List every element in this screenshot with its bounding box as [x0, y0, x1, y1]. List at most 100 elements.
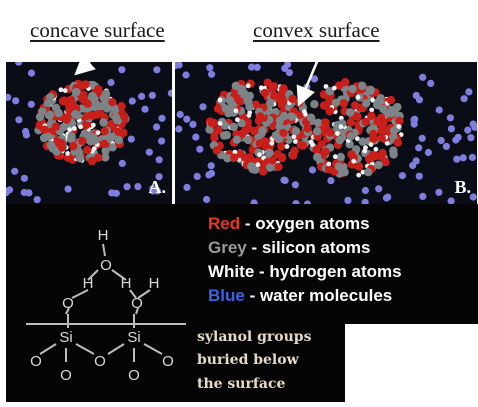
o-atom-bridge: O: [94, 353, 106, 370]
o-atom-bottom-left: O: [30, 353, 42, 370]
water-molecule: [419, 192, 427, 200]
silicon-atom: [243, 94, 253, 103]
oxygen-atom: [347, 150, 356, 159]
water-molecule: [280, 176, 288, 184]
water-molecule: [437, 136, 445, 145]
oxygen-atom: [57, 143, 67, 152]
water-molecule: [107, 78, 115, 87]
water-molecule: [33, 196, 41, 204]
oxygen-atom: [87, 156, 97, 166]
o-atom-below-left: O: [60, 367, 72, 384]
oxygen-atom: [317, 140, 326, 149]
hydrogen-atom: [246, 113, 252, 118]
silicon-atom: [362, 99, 371, 108]
water-molecule: [145, 148, 153, 156]
water-molecule: [410, 120, 418, 128]
legend-term-water: Blue: [208, 286, 245, 305]
water-molecule: [118, 66, 126, 74]
hydrogen-atom: [335, 131, 340, 136]
hydrogen-atom: [257, 152, 262, 158]
oxygen-atom: [268, 156, 277, 165]
hydrogen-atom: [232, 149, 238, 155]
silicon-atom: [38, 107, 47, 116]
oxygen-atom: [60, 96, 69, 105]
hydrogen-atom: [362, 148, 368, 154]
hydrogen-atom: [308, 139, 314, 145]
silicon-atom: [110, 106, 120, 115]
water-molecule: [27, 69, 36, 77]
water-molecule: [427, 79, 435, 87]
hydrogen-atom: [331, 85, 337, 91]
water-molecule: [281, 64, 289, 72]
silicon-atom: [265, 148, 274, 158]
silicon-atom: [374, 98, 383, 107]
oxygen-atom: [83, 145, 92, 155]
caption-line-3: the surface: [197, 376, 286, 392]
water-molecule: [467, 134, 475, 142]
silicon-atom: [54, 108, 63, 118]
hydrogen-atom: [356, 172, 362, 178]
oxygen-atom: [255, 139, 264, 148]
oxygen-atom: [117, 102, 126, 111]
water-molecule: [419, 73, 427, 81]
o-atom-water: O: [100, 257, 112, 274]
oxygen-atom: [100, 139, 109, 149]
water-molecule: [183, 183, 191, 191]
oxygen-atom: [268, 121, 278, 131]
oxygen-atom: [334, 81, 344, 90]
oxygen-atom: [339, 99, 348, 108]
si-atom-left: Si: [59, 329, 72, 346]
h-atom-right: H: [149, 275, 160, 292]
oxygen-atom: [325, 106, 334, 116]
silicon-atom: [374, 160, 383, 170]
silicon-atom: [107, 132, 117, 142]
water-molecule: [253, 63, 261, 71]
oxygen-atom: [367, 111, 376, 120]
oxygen-atom: [94, 85, 103, 94]
water-molecule: [460, 95, 468, 103]
silicon-atom: [275, 122, 284, 132]
water-molecule: [189, 120, 197, 128]
oxygen-atom: [83, 99, 92, 108]
oxygen-atom: [346, 118, 355, 127]
water-molecule: [442, 142, 450, 150]
hydrogen-atom: [72, 126, 77, 131]
si-atom-right: Si: [127, 329, 140, 346]
water-molecule: [207, 162, 215, 170]
silicon-atom: [86, 137, 96, 146]
silicon-atom: [331, 98, 341, 107]
water-molecule: [415, 96, 424, 104]
oxygen-atom: [210, 133, 219, 143]
legend-item-water: Blue - water molecules: [208, 286, 392, 306]
oxygen-atom: [108, 98, 117, 107]
oxygen-atom: [274, 162, 283, 171]
hydrogen-atom: [355, 136, 360, 142]
water-molecule: [141, 105, 149, 113]
water-molecule: [447, 125, 455, 133]
water-molecule: [415, 144, 423, 152]
silicon-atom: [379, 104, 388, 114]
legend-item-oxygen: Red - oxygen atoms: [208, 214, 370, 234]
hydrogen-atom: [90, 122, 96, 128]
water-molecule: [192, 133, 200, 141]
legend-desc-oxygen: - oxygen atoms: [240, 214, 370, 233]
water-molecule: [207, 169, 216, 177]
hydrogen-atom: [62, 88, 68, 93]
silicon-atom: [99, 93, 109, 103]
silicon-atom: [335, 135, 345, 145]
water-molecule: [464, 126, 472, 134]
silicon-atom: [345, 108, 355, 117]
water-molecule: [182, 71, 190, 79]
silicon-atom: [237, 119, 246, 128]
silanol-structure-panel: H O H H H O O Si Si O O O O O: [6, 204, 192, 402]
oxygen-atom: [381, 157, 390, 167]
water-molecule: [447, 197, 455, 204]
oxygen-atom: [94, 153, 103, 162]
silicon-atom: [67, 132, 76, 141]
water-molecule: [469, 193, 477, 201]
oxygen-atom: [386, 95, 396, 105]
o-atom-below-right: O: [128, 367, 140, 384]
silicon-atom: [46, 93, 55, 102]
concave-surface-panel: A.: [6, 62, 172, 204]
oxygen-atom: [288, 94, 297, 104]
